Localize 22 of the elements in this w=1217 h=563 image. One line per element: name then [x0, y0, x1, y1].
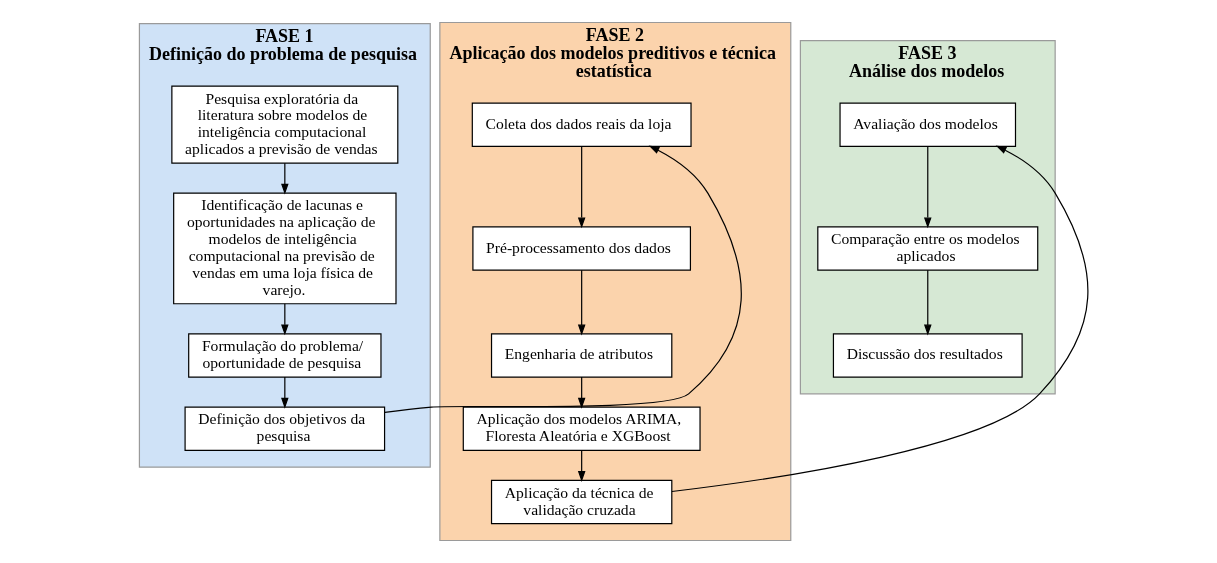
arrow	[670, 145, 1088, 493]
node-box: Discussão dos resultados	[832, 333, 1023, 378]
node-box: Pesquisa exploratória da literatura sobre modelos de inteligência computacional aplicados a previsão de vendas	[170, 85, 398, 164]
arrow	[577, 269, 585, 336]
node-box: Coleta dos dados reais da loja	[471, 102, 692, 147]
arrow	[923, 145, 932, 229]
node-box: Formulação do problema/ oportunidade de pesquisa	[187, 333, 382, 378]
node-box: Pré-processamento dos dados	[471, 226, 691, 271]
node-box: Identificação de lacunas e oportunidades na aplicação de modelos de inteligência computacional na previsão de vendas em uma loja física de varejo.	[172, 192, 397, 305]
arrow	[923, 269, 932, 336]
node-box: Avaliação dos modelos	[838, 102, 1016, 147]
node-box: Aplicação dos modelos ARIMA, Floresta Aleatória e XGBoost	[462, 406, 701, 451]
arrow	[280, 303, 289, 336]
arrow	[577, 145, 585, 229]
node-box: Engenharia de atributos	[490, 333, 672, 378]
arrow	[280, 162, 289, 195]
node-box: Aplicação da técnica de validação cruzada	[490, 479, 672, 525]
node-box: Comparação entre os modelos aplicados	[816, 226, 1038, 271]
arrow	[280, 376, 289, 409]
arrow	[577, 449, 585, 482]
arrow	[577, 376, 585, 409]
node-box: Definição dos objetivos da pesquisa	[184, 406, 385, 451]
